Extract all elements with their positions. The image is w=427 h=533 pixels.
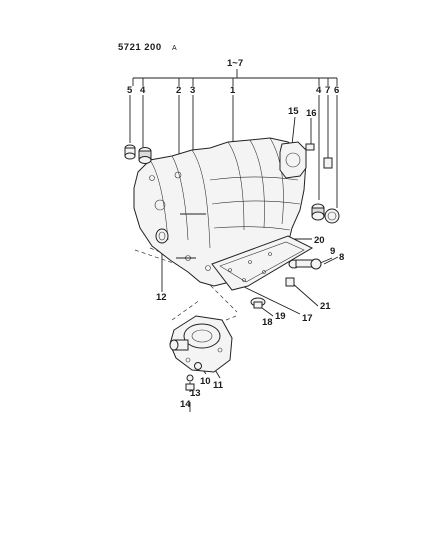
group-label: 1~7 <box>227 58 243 69</box>
callout-13: 13 <box>190 388 201 399</box>
bushing-left-2 <box>138 147 152 164</box>
bushing-right <box>311 203 325 221</box>
drawing-code: 5721 200 <box>118 42 162 53</box>
callout-9: 9 <box>330 246 335 257</box>
callout-16: 16 <box>306 108 317 119</box>
drain-plug <box>285 277 295 287</box>
callout-11: 11 <box>213 380 224 391</box>
extension-seal <box>324 208 340 224</box>
callout-21: 21 <box>320 301 331 312</box>
callout-3: 3 <box>190 85 195 96</box>
callout-18: 18 <box>262 317 273 328</box>
pump-washer <box>194 362 202 370</box>
callout-10: 10 <box>200 376 211 387</box>
callout-20: 20 <box>314 235 325 246</box>
extension-gasket <box>279 141 307 179</box>
oil-pump <box>169 315 237 373</box>
pump-bolt <box>185 374 195 391</box>
callout-12: 12 <box>156 292 167 303</box>
bushing-left <box>124 144 136 160</box>
group-bracket <box>132 69 338 86</box>
callout-4-left: 4 <box>140 85 146 96</box>
vent-plug <box>305 143 315 151</box>
callout-labels: 5 4 2 3 1 4 7 6 15 16 20 9 8 12 21 17 19… <box>127 85 344 410</box>
callout-15: 15 <box>288 106 299 117</box>
drawing-code-suffix: A <box>172 45 177 52</box>
oil-pan <box>211 235 314 291</box>
bushing-small <box>323 157 333 169</box>
front-seal <box>155 228 169 244</box>
pan-bolt <box>288 258 322 270</box>
callout-19: 19 <box>275 311 286 322</box>
callout-8: 8 <box>339 252 344 263</box>
callout-6: 6 <box>334 85 339 96</box>
callout-4-right: 4 <box>316 85 322 96</box>
callout-2: 2 <box>176 85 181 96</box>
callout-7: 7 <box>325 85 330 96</box>
callout-17: 17 <box>302 313 313 324</box>
callout-1: 1 <box>230 85 236 96</box>
callout-5: 5 <box>127 85 133 96</box>
oil-strainer <box>250 297 266 309</box>
callout-14: 14 <box>180 399 191 410</box>
